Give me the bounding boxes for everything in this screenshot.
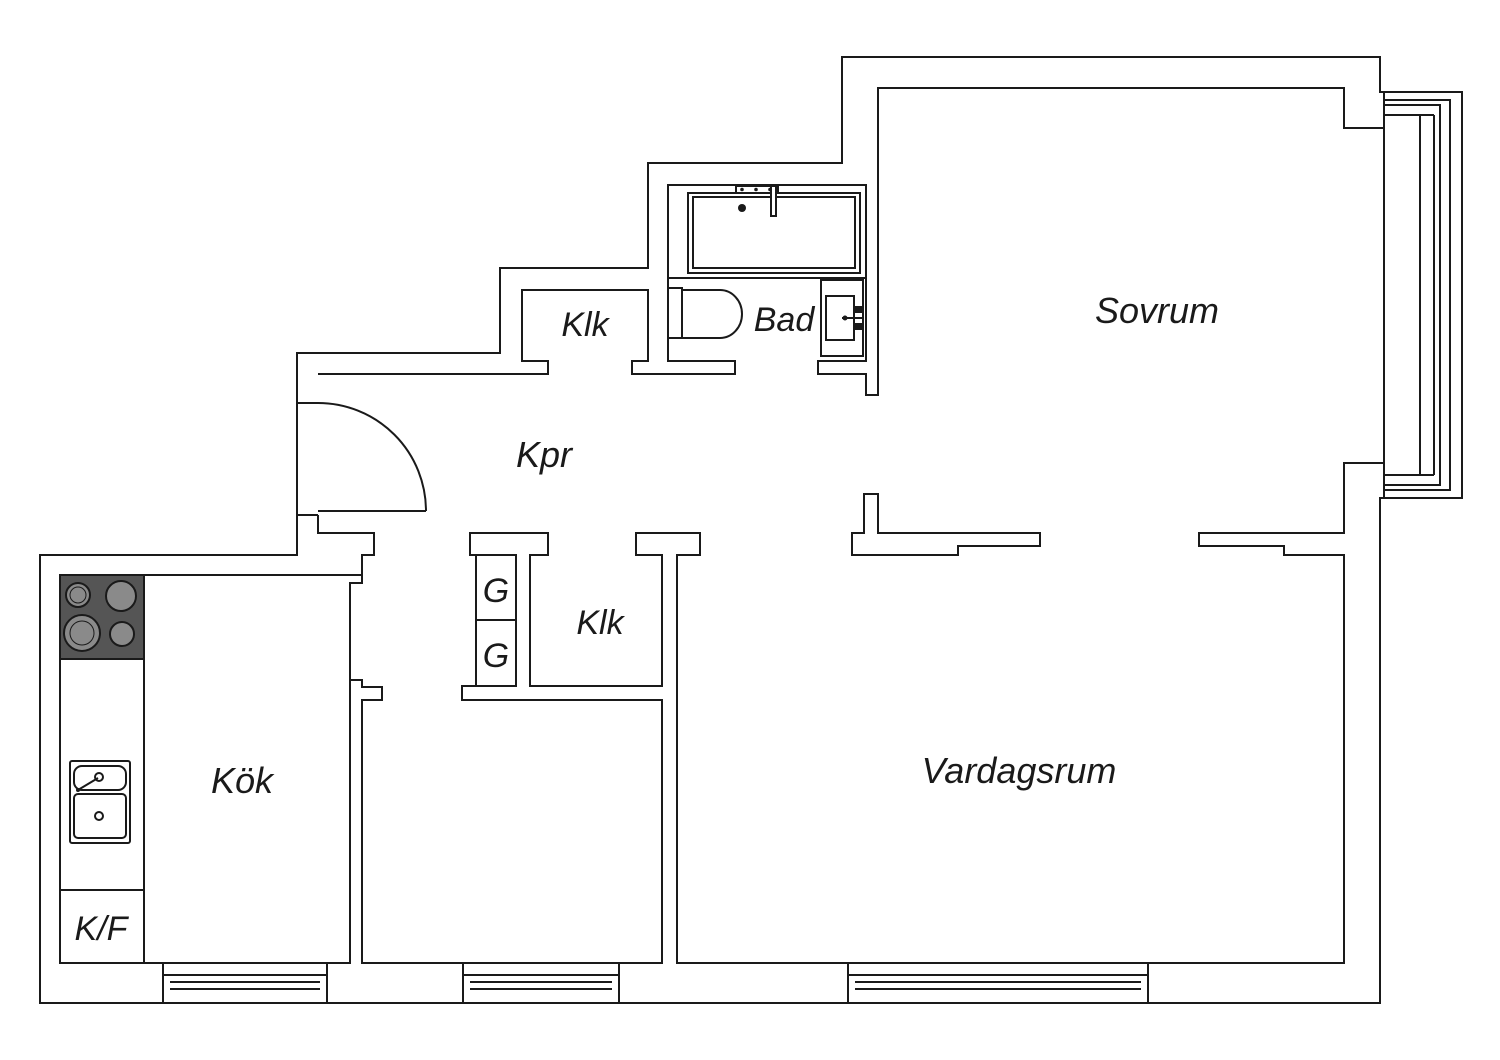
stove-icon	[59, 574, 145, 660]
window-icon	[162, 91, 1463, 1004]
toilet-icon	[667, 287, 743, 339]
room-label-klk-upper: Klk	[561, 306, 610, 344]
room-label-kok: Kök	[211, 760, 275, 801]
sink-icon	[69, 760, 131, 844]
room-label-sovrum: Sovrum	[1095, 290, 1219, 331]
room-label-bad: Bad	[754, 301, 816, 339]
room-label-g-upper: G	[483, 572, 509, 610]
washbasin-icon	[820, 279, 864, 357]
room-label-vardagsrum: Vardagsrum	[922, 750, 1117, 791]
room-labels: Sovrum Vardagsrum Kök Kpr Bad Klk Klk G …	[75, 290, 1219, 948]
room-label-kf: K/F	[75, 910, 130, 948]
door-swing-icon	[297, 402, 427, 512]
room-label-klk-lower: Klk	[576, 604, 625, 642]
wardrobes	[475, 554, 517, 687]
room-label-g-lower: G	[483, 637, 509, 675]
room-label-kpr: Kpr	[516, 434, 574, 475]
outer-walls	[39, 56, 1463, 1004]
bathtub-icon	[668, 185, 866, 279]
